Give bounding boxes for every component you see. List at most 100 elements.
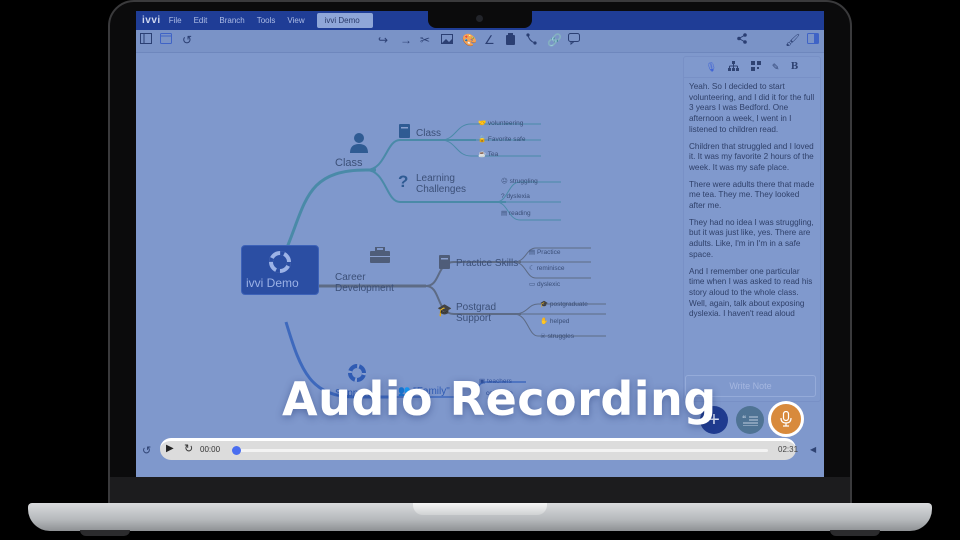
screen: ivvi File Edit Branch Tools View ivvi De… xyxy=(136,11,824,477)
overlay-title: Audio Recording xyxy=(282,372,717,426)
lifebuoy-icon xyxy=(348,364,366,382)
leaf-reminisce[interactable]: ☾ reminisce xyxy=(529,265,565,272)
skull-icon: ☠ xyxy=(540,333,546,340)
leaf-postgraduate[interactable]: 🎓 postgraduate xyxy=(540,301,588,308)
camera-notch xyxy=(428,11,532,28)
graduation-cap-icon: 🎓 xyxy=(540,301,549,308)
pen-icon[interactable]: ✎ xyxy=(771,61,780,72)
progress-track[interactable] xyxy=(238,449,768,452)
book-icon xyxy=(439,255,450,269)
menu-branch[interactable]: Branch xyxy=(219,16,245,25)
microphone-icon xyxy=(780,411,792,427)
briefcase-icon xyxy=(370,247,390,263)
transcript-paragraph: They had no idea I was struggling, but i… xyxy=(689,217,814,259)
central-node[interactable]: ivvi Demo xyxy=(241,245,319,295)
quote-list-button[interactable]: ❝ xyxy=(736,406,764,434)
transcript-paragraph: And I remember one particular time when … xyxy=(689,266,813,319)
lock-icon: 🔒 xyxy=(478,136,487,143)
teacher-icon: ▣ xyxy=(479,378,486,385)
replay-button[interactable]: ↻ xyxy=(184,443,194,455)
branch-support[interactable]: Support xyxy=(335,388,371,399)
leaf-dyslexic[interactable]: ▭ dyslexic xyxy=(529,281,561,288)
leaf-reading[interactable]: ▤ reading xyxy=(501,210,531,217)
node-practice-skills[interactable]: Practice Skills xyxy=(456,258,519,269)
leaf-volunteering[interactable]: 🤝 volunteering xyxy=(478,120,524,127)
angle-icon[interactable]: ∠ xyxy=(484,33,495,47)
sidebar-icon[interactable] xyxy=(140,33,152,47)
volume-icon[interactable]: ◀ xyxy=(810,445,817,454)
share-icon[interactable] xyxy=(737,33,747,47)
window-icon[interactable] xyxy=(160,33,172,47)
branch-class[interactable]: Class xyxy=(335,157,363,169)
leaf-struggles[interactable]: ☠ struggles xyxy=(540,333,575,340)
laptop-chin xyxy=(110,477,850,505)
leaf-struggling[interactable]: ☹ struggling xyxy=(501,178,538,185)
book-icon: ▤ xyxy=(529,249,536,256)
camera-icon xyxy=(476,15,483,22)
hand-icon: ✋ xyxy=(540,318,549,325)
current-time: 00:00 xyxy=(200,445,221,454)
leaf-practice[interactable]: ▤ Practice xyxy=(529,249,561,256)
transcript-panel: 🎙 ✎ B Yeah. So I decided to start volunt… xyxy=(683,56,821,402)
quote-list-icon: ❝ xyxy=(742,414,758,426)
comment-icon[interactable] xyxy=(568,33,580,48)
arrow-right-icon[interactable]: → xyxy=(400,33,412,47)
image-icon[interactable] xyxy=(441,33,453,47)
person-icon xyxy=(350,133,368,153)
play-button[interactable]: ▶ xyxy=(166,443,174,454)
menu-view[interactable]: View xyxy=(287,16,305,25)
transcript-paragraph: There were adults there that made me tea… xyxy=(689,179,815,211)
leaf-helped[interactable]: ✋ helped xyxy=(540,318,570,325)
book-icon: ▤ xyxy=(501,210,508,217)
book-icon xyxy=(399,124,410,138)
paint-brush-icon[interactable]: 🖌 xyxy=(785,33,801,47)
laptop-icon: ▭ xyxy=(529,281,536,288)
connector-icon[interactable] xyxy=(526,33,537,48)
audio-player: ▶ ↻ 00:00 02:31 xyxy=(160,438,799,460)
progress-knob[interactable] xyxy=(232,446,241,455)
central-node-label: ivvi Demo xyxy=(246,276,299,290)
leaf-favorite-safe[interactable]: 🔒 Favorite safe xyxy=(478,136,526,143)
undo-icon[interactable]: ↺ xyxy=(182,33,193,47)
tab-ivvi-demo[interactable]: ivvi Demo xyxy=(316,13,373,28)
leaf-tea[interactable]: ☕ Tea xyxy=(478,151,499,158)
qr-icon[interactable] xyxy=(750,61,761,73)
leaf-celebrate[interactable]: celebrate xyxy=(486,390,513,397)
leaf-dyslexia[interactable]: ? dyslexia xyxy=(501,193,530,200)
panel-toggle-icon[interactable] xyxy=(807,33,819,47)
indent-arrow-icon[interactable]: ↪ xyxy=(378,33,389,47)
toolbar: ↺ ↪ → ✂ 🎨 ∠ 🔗 🖌 xyxy=(136,30,824,53)
microphone-icon[interactable]: 🎙 xyxy=(705,61,718,72)
mindmap-connectors xyxy=(284,123,606,399)
rewind-icon[interactable]: ↺ xyxy=(142,445,152,457)
hierarchy-icon[interactable] xyxy=(728,61,740,73)
menu-edit[interactable]: Edit xyxy=(193,16,208,25)
mindmap-canvas[interactable]: ivvi Demo Class Class 🤝 volunteering 🔒 F… xyxy=(136,52,680,442)
transcript-text[interactable]: Yeah. So I decided to start volunteering… xyxy=(684,78,820,366)
svg-text:❝: ❝ xyxy=(742,414,746,423)
palette-icon[interactable]: 🎨 xyxy=(462,33,477,47)
leaf-teachers[interactable]: ▣ teachers xyxy=(479,378,512,385)
scissors-icon[interactable]: ✂ xyxy=(420,33,431,47)
question-icon: ? xyxy=(398,172,409,191)
duration: 02:31 xyxy=(778,445,799,454)
menu-file[interactable]: File xyxy=(168,16,182,25)
bold-icon[interactable]: B xyxy=(790,62,799,72)
question-icon: ? xyxy=(501,193,505,200)
add-button[interactable]: + xyxy=(700,406,728,434)
write-note-button[interactable]: Write Note xyxy=(685,375,816,397)
moon-icon: ☾ xyxy=(529,265,535,272)
clipboard-icon[interactable] xyxy=(506,33,515,48)
app-logo: ivvi xyxy=(142,15,161,26)
laptop-opening-notch xyxy=(413,503,547,515)
laptop-foot xyxy=(830,530,880,536)
node-family[interactable]: 👥 "Family" xyxy=(398,386,450,397)
link-icon[interactable]: 🔗 xyxy=(547,33,562,47)
node-class[interactable]: Class xyxy=(416,128,442,139)
transcript-paragraph: Yeah. So I decided to start volunteering… xyxy=(689,82,815,134)
record-button[interactable] xyxy=(768,401,804,437)
menu-tools[interactable]: Tools xyxy=(256,16,276,25)
